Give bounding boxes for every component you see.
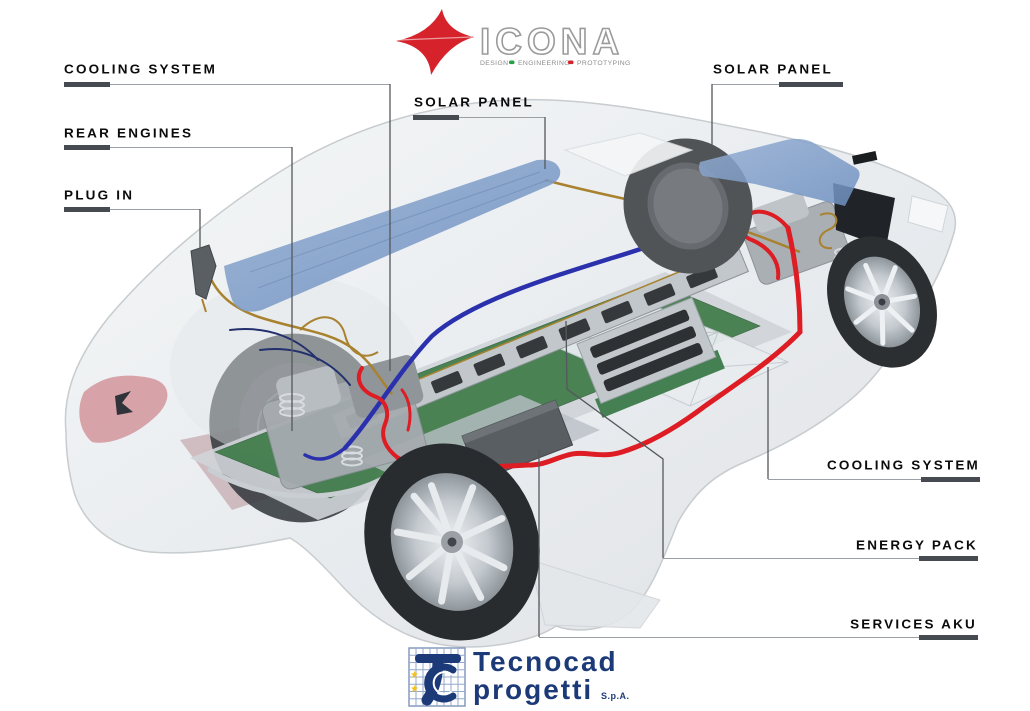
label-energy-pack: ENERGY PACK — [856, 538, 978, 553]
icona-badge — [115, 391, 133, 415]
tecnocad-suffix: S.p.A. — [601, 691, 630, 701]
star-icon: ★ — [410, 684, 419, 695]
front-drive-assembly — [743, 183, 895, 285]
icona-swoosh-icon — [396, 9, 474, 75]
headlight — [907, 195, 949, 233]
icona-tagline-engineering: ENGINEERING — [518, 60, 570, 67]
cowl-cover — [563, 132, 694, 177]
label-plug-in: PLUG IN — [64, 188, 135, 203]
front-splitter — [529, 559, 661, 629]
plug-in-flap — [190, 244, 217, 313]
label-cooling-system-left: COOLING SYSTEM — [64, 62, 218, 77]
tagline-dot-red-icon — [568, 60, 574, 65]
leader-lines — [64, 82, 980, 640]
label-rear-engines: REAR ENGINES — [64, 126, 194, 141]
tagline-dot-green-icon — [509, 60, 515, 65]
energy-pack-module — [576, 296, 725, 418]
icona-logo: ICONA DESIGN ENGINEERING PROTOTYPING — [396, 9, 631, 75]
label-solar-panel-center: SOLAR PANEL — [414, 95, 534, 110]
label-solar-panel-right: SOLAR PANEL — [713, 62, 833, 77]
label-services-aku: SERVICES AKU — [850, 617, 977, 632]
tecnocad-grid-mark-icon: ★ ★ — [408, 647, 466, 707]
icona-tagline-design: DESIGN — [480, 60, 508, 67]
tecnocad-line2: progetti — [473, 674, 593, 705]
star-icon: ★ — [410, 670, 419, 681]
tecnocad-line1: Tecnocad — [473, 646, 618, 677]
front-trim — [852, 151, 878, 165]
tecnocad-logo: ★ ★ Tecnocad progetti S.p.A. — [408, 646, 630, 707]
radiator-panel — [833, 183, 895, 248]
solar-panel-roof — [224, 159, 561, 312]
icona-wordmark: ICONA — [480, 21, 624, 62]
front-left-wheel — [364, 443, 540, 641]
label-cooling-system-right: COOLING SYSTEM — [826, 458, 980, 473]
icona-tagline-prototyping: PROTOTYPING — [577, 60, 631, 67]
front-right-wheel — [827, 236, 937, 368]
solar-panel-hood — [699, 138, 860, 206]
